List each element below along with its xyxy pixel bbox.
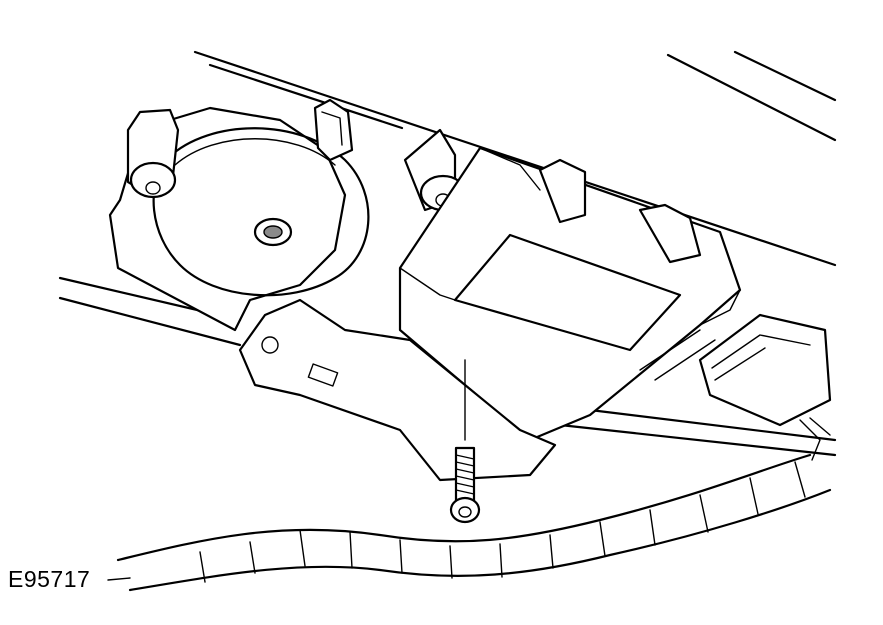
screw	[449, 359, 481, 524]
wiring-harness	[116, 453, 832, 592]
control-module	[398, 146, 742, 442]
label-leader	[107, 577, 131, 581]
base-plate	[238, 298, 557, 482]
trim-panel-lines	[58, 50, 837, 457]
motor-housing	[108, 106, 467, 332]
electrical-connector	[698, 313, 832, 461]
bracket-clip	[313, 98, 354, 162]
figure-id-label: E95717	[8, 566, 91, 592]
